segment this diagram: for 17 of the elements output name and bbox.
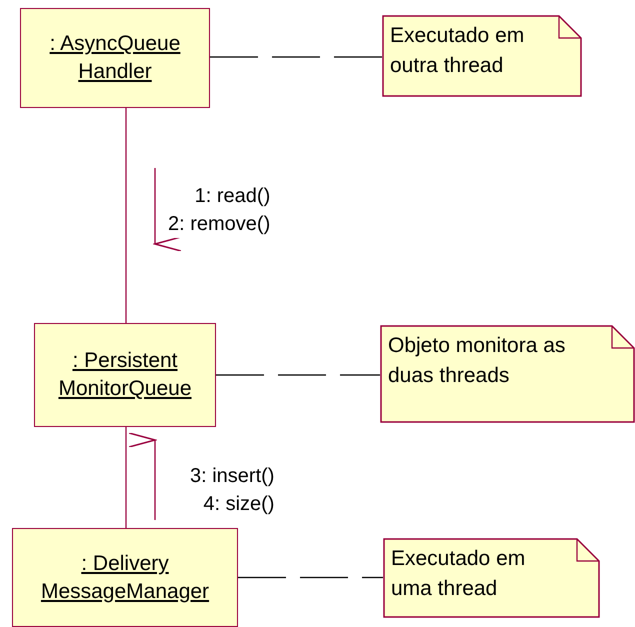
note-text: Executado em outra thread <box>390 23 526 79</box>
note-connector <box>216 374 380 376</box>
object-box <box>20 8 210 108</box>
object-name: : Delivery MessageManager <box>40 550 210 604</box>
object-box <box>34 323 216 427</box>
note-text: Executado em uma thread <box>391 546 526 602</box>
note-connector <box>238 576 383 578</box>
note-connector <box>210 56 382 58</box>
note-shape <box>382 15 582 97</box>
link-line <box>125 427 127 528</box>
link-line <box>125 108 127 323</box>
note-shape <box>383 538 600 618</box>
note-shape <box>380 325 635 423</box>
object-box <box>12 528 238 627</box>
note-text: Objeto monitora as duas threads <box>388 333 566 389</box>
object-name: : Persistent MonitorQueue <box>57 348 193 402</box>
object-name: : AsyncQueue Handler <box>48 31 182 85</box>
